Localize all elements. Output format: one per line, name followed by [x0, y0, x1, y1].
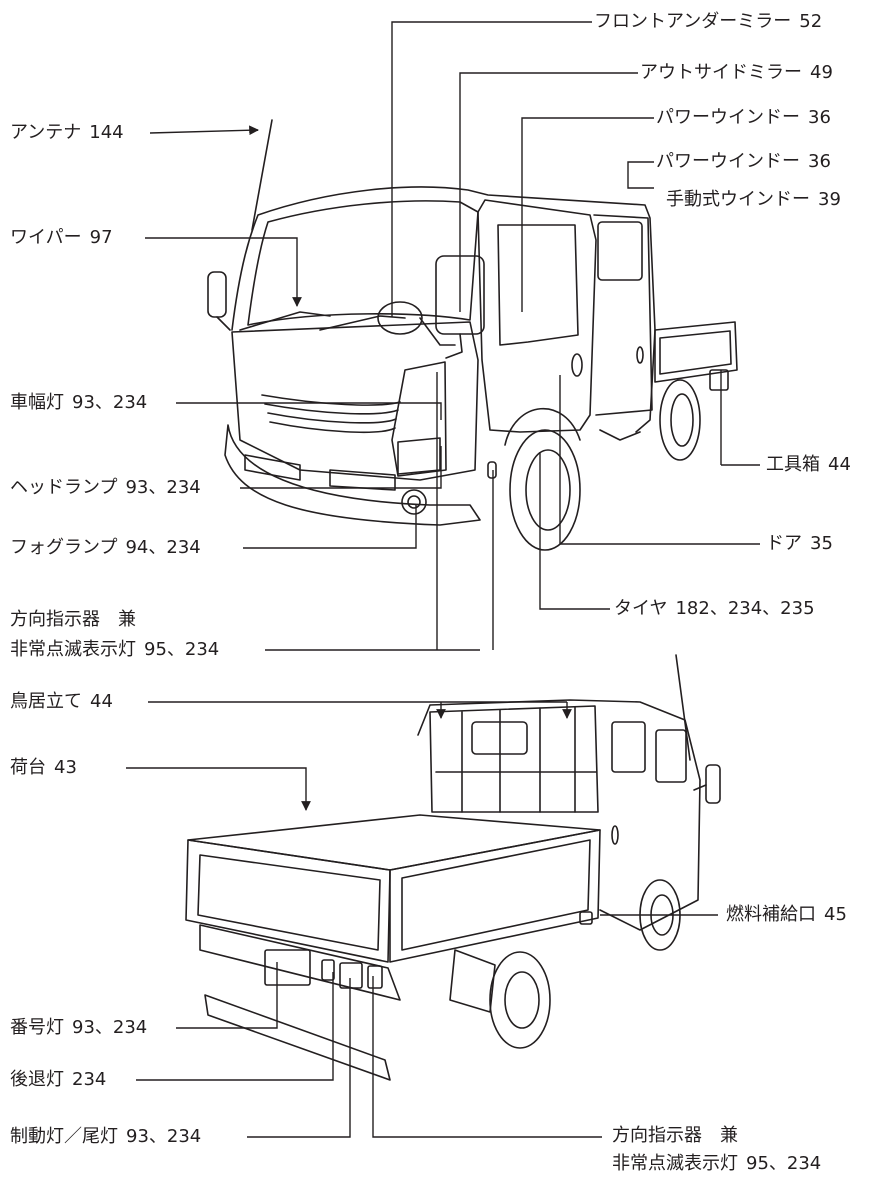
- front-view-truck: [207, 119, 738, 551]
- rear-leader-lines: [126, 701, 718, 1138]
- rear-view-truck: [185, 654, 721, 1081]
- front-leader-lines: [145, 21, 760, 651]
